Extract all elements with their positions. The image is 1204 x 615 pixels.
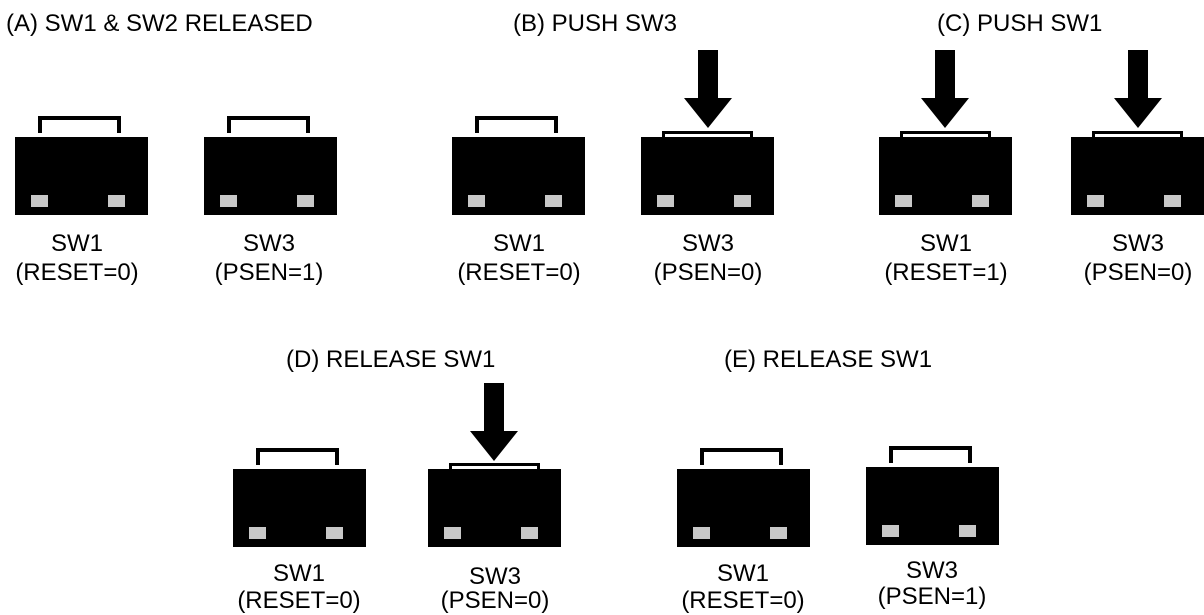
panel-e-sw1-name: SW1: [716, 560, 769, 587]
panel-e-sw1-state: (RESET=0): [681, 587, 805, 614]
panel-e-sw3-switch: [866, 446, 999, 545]
switch-pin: [297, 195, 314, 207]
switch-pin: [545, 195, 562, 207]
down-arrow-icon: [921, 50, 969, 128]
down-arrow-icon: [1114, 50, 1162, 128]
panel-e-sw3-state: (PSEN=1): [877, 583, 987, 610]
switch-pin: [521, 527, 538, 539]
panel-c-sw1-switch: [879, 131, 1012, 215]
panel-a-title: (A) SW1 & SW2 RELEASED: [6, 10, 313, 37]
panel-d-sw3-name: SW3: [468, 563, 521, 590]
switch-pin: [882, 525, 899, 537]
panel-a-sw1-switch: [15, 116, 148, 215]
panel-b-sw3-state: (PSEN=0): [653, 259, 763, 286]
panel-d-title: (D) RELEASE SW1: [286, 346, 496, 373]
panel-c-sw1-state: (RESET=1): [884, 259, 1008, 286]
switch-pin: [249, 527, 266, 539]
switch-actuator: [475, 116, 558, 133]
panel-b-title: (B) PUSH SW3: [513, 10, 678, 37]
panel-c-sw1-name: SW1: [919, 230, 972, 257]
panel-c-sw3-name: SW3: [1111, 230, 1164, 257]
panel-b-sw3-name: SW3: [681, 230, 734, 257]
down-arrow-icon: [684, 50, 732, 128]
switch-pin: [1164, 195, 1181, 207]
panel-b-sw1-name: SW1: [492, 230, 545, 257]
switch-pin: [895, 195, 912, 207]
panel-a-sw3-name: SW3: [242, 230, 295, 257]
panel-d-sw1-state: (RESET=0): [237, 587, 361, 614]
switch-actuator: [900, 131, 991, 137]
panel-e-sw1-switch: [677, 448, 810, 547]
switch-pin: [1087, 195, 1104, 207]
panel-e-sw3-name: SW3: [905, 557, 958, 584]
switch-actuator: [889, 446, 972, 463]
switch-actuator: [449, 463, 540, 469]
panel-a-sw3-state: (PSEN=1): [214, 259, 324, 286]
panel-e-title: (E) RELEASE SW1: [724, 346, 933, 373]
panel-a-sw1-name: SW1: [50, 230, 103, 257]
panel-a-sw1-state: (RESET=0): [15, 259, 139, 286]
panel-b-sw1-state: (RESET=0): [457, 259, 581, 286]
switch-pin: [657, 195, 674, 207]
switch-pin: [31, 195, 48, 207]
panel-a-sw3-switch: [204, 116, 337, 215]
switch-pin: [108, 195, 125, 207]
panel-d-sw1-switch: [233, 448, 366, 547]
switch-pin: [959, 525, 976, 537]
switch-pin: [220, 195, 237, 207]
panel-d-sw3-state: (PSEN=0): [440, 587, 550, 614]
switch-actuator: [700, 448, 783, 465]
panel-c-sw3-switch: [1071, 131, 1204, 215]
switch-pin: [770, 527, 787, 539]
switch-actuator: [662, 131, 753, 137]
switch-actuator: [1092, 131, 1183, 137]
down-arrow-icon: [470, 383, 518, 461]
panel-c-sw3-state: (PSEN=0): [1083, 259, 1193, 286]
switch-actuator: [256, 448, 339, 465]
switch-pin: [468, 195, 485, 207]
panel-d-sw1-name: SW1: [272, 560, 325, 587]
panel-b-sw1-switch: [452, 116, 585, 215]
panel-c-title: (C) PUSH SW1: [937, 10, 1103, 37]
panel-b-sw3-switch: [641, 131, 774, 215]
switch-pin: [444, 527, 461, 539]
switch-pin: [326, 527, 343, 539]
panel-d-sw3-switch: [428, 463, 561, 547]
switch-actuator: [227, 116, 310, 133]
switch-pin: [972, 195, 989, 207]
switch-actuator: [38, 116, 121, 133]
switch-pin: [734, 195, 751, 207]
switch-pin: [693, 527, 710, 539]
